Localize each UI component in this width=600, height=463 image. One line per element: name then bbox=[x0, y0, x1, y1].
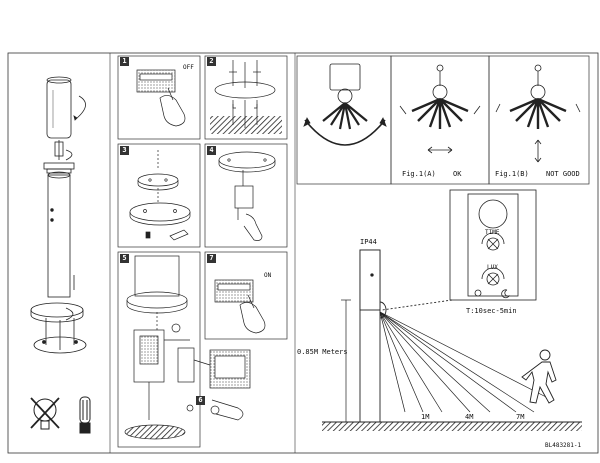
step-1-number: 1 bbox=[120, 57, 129, 66]
step-2-number: 2 bbox=[207, 57, 216, 66]
sensor-control-panel bbox=[449, 189, 537, 301]
step-3-panel bbox=[117, 143, 201, 248]
step-2-mounting-plate bbox=[210, 60, 282, 134]
fig-1b-status: NOT GOOD bbox=[546, 170, 580, 178]
fig-1a-sensor-ok bbox=[399, 64, 481, 154]
sheet-border bbox=[7, 52, 599, 454]
height-dimension bbox=[341, 299, 351, 423]
step-1-panel bbox=[117, 55, 201, 140]
step-7-number: 7 bbox=[207, 254, 216, 263]
distance-1m: 1M bbox=[421, 413, 430, 421]
step-5-panel bbox=[117, 251, 201, 448]
detection-rays bbox=[379, 311, 549, 413]
sensor-rotation-drawing bbox=[303, 63, 387, 146]
ip-rating-label: IP44 bbox=[360, 238, 377, 246]
step-7-panel bbox=[204, 251, 288, 340]
lux-label: LUX bbox=[487, 264, 498, 271]
step-3-number: 3 bbox=[120, 146, 129, 155]
time-label: TIME bbox=[485, 229, 500, 236]
step-5-number: 5 bbox=[120, 254, 129, 263]
distance-7m: 7M bbox=[516, 413, 525, 421]
no-incandescent-bulb-icon bbox=[30, 397, 60, 430]
lux-knob-icon bbox=[486, 272, 500, 286]
ground bbox=[322, 422, 582, 431]
fig-1a-status: OK bbox=[453, 170, 462, 178]
step-3-base-discs bbox=[129, 150, 191, 241]
lamp-post-exploded-view bbox=[30, 76, 87, 354]
mounting-height-label: 0.85M Meters bbox=[297, 348, 348, 356]
step-5-column-base bbox=[124, 255, 195, 440]
fig-1a-caption: Fig.1(A) bbox=[402, 170, 436, 178]
sensor-rotation-panel bbox=[296, 55, 392, 185]
step-4-junction-box bbox=[218, 151, 276, 241]
distance-4m: 4M bbox=[465, 413, 474, 421]
step-6-wiring-detail bbox=[186, 349, 251, 421]
time-knob-icon bbox=[486, 237, 500, 251]
energy-saving-bulb-icon bbox=[79, 396, 91, 434]
switch-off-label: OFF bbox=[183, 64, 194, 71]
fig-1b-panel bbox=[488, 55, 590, 185]
step-4-number: 4 bbox=[207, 146, 216, 155]
step-2-panel bbox=[204, 55, 288, 140]
fig-1b-caption: Fig.1(B) bbox=[495, 170, 529, 178]
step-6-number: 6 bbox=[196, 396, 205, 405]
step-7-terminal-on bbox=[214, 279, 266, 334]
step-1-terminal-off bbox=[136, 69, 186, 127]
fig-1b-sensor-not-good bbox=[495, 64, 581, 163]
walking-person-icon bbox=[521, 349, 557, 404]
time-range-label: T:10sec-5min bbox=[466, 307, 517, 315]
document-code: BL483281-1 bbox=[545, 442, 582, 449]
step-4-panel bbox=[204, 143, 288, 248]
switch-on-label: ON bbox=[264, 272, 272, 279]
